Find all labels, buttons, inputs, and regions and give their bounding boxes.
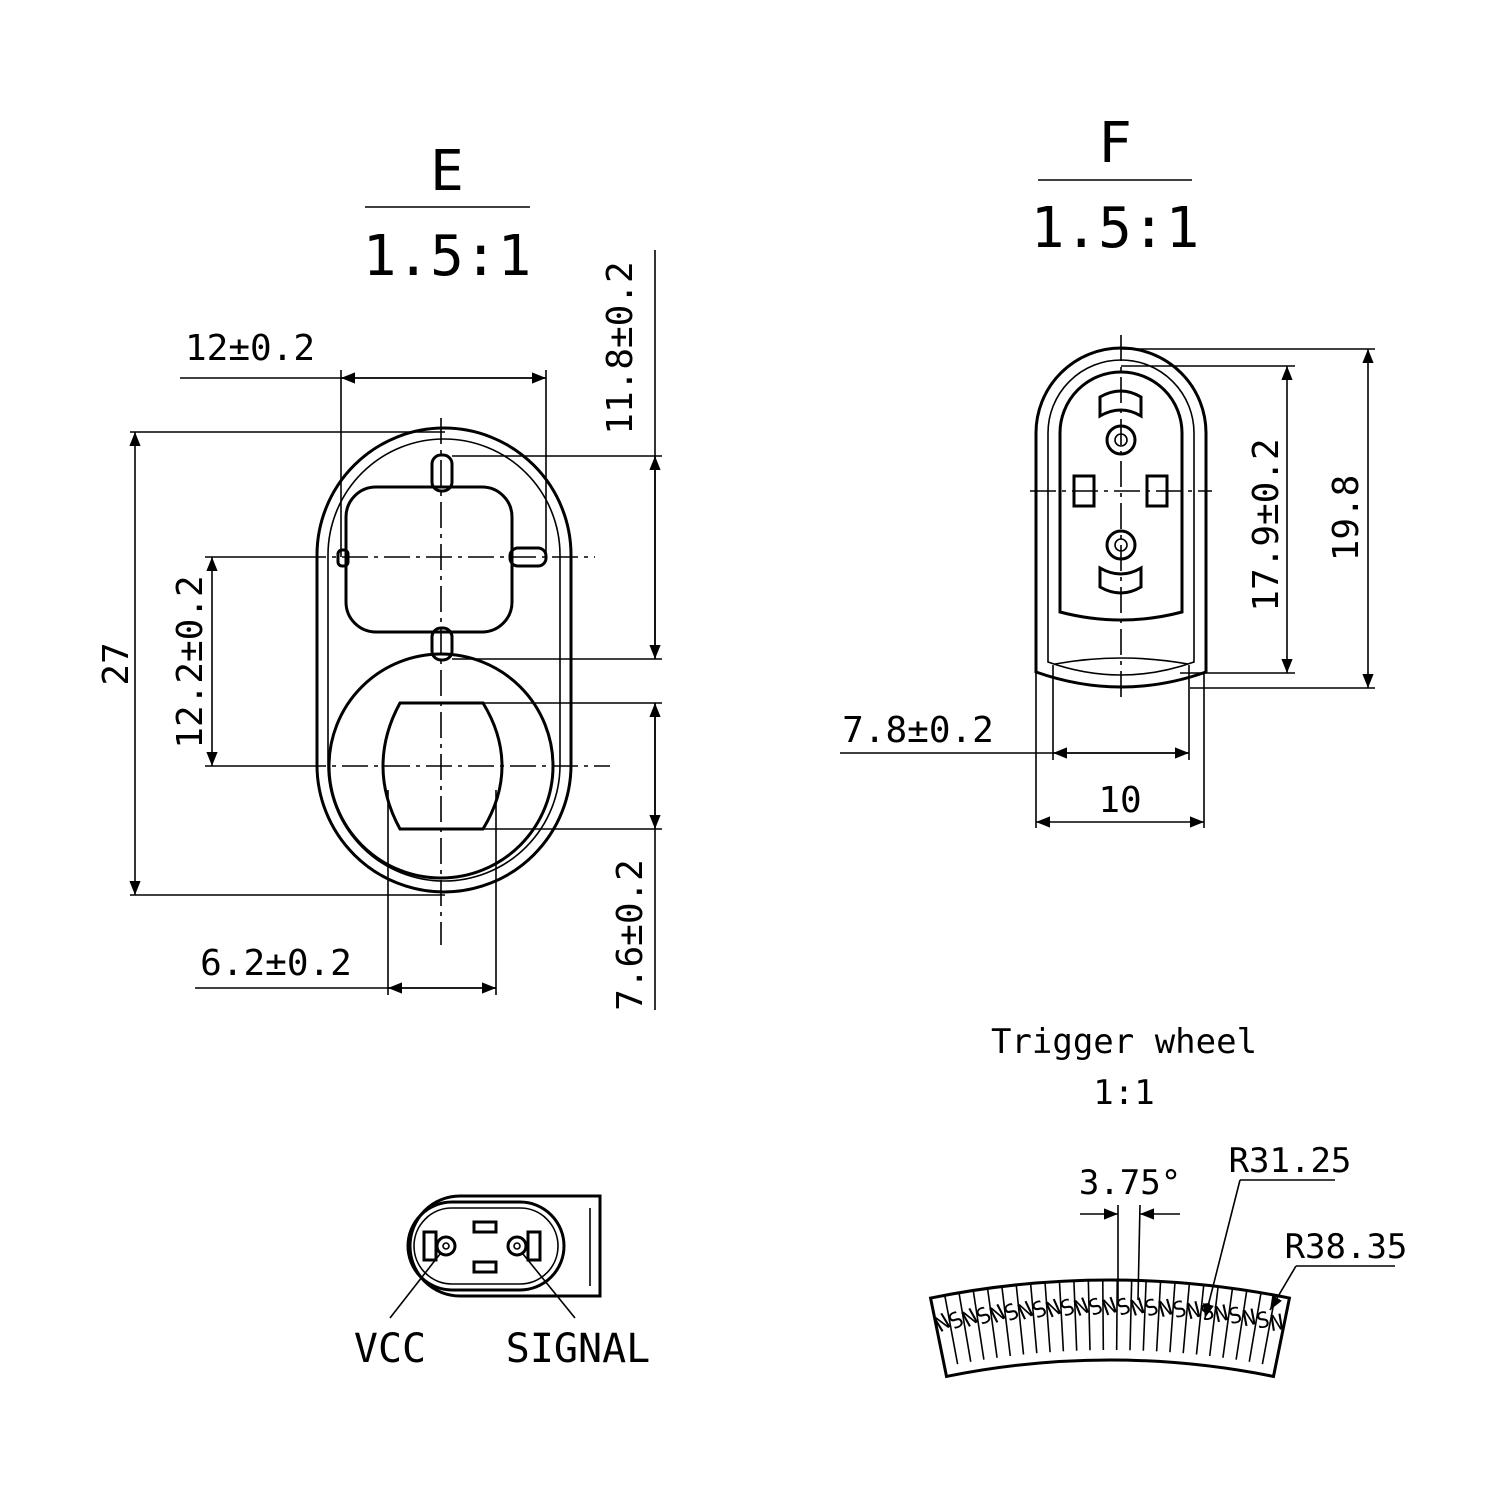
dim-text-f-outer-w: 10: [1098, 780, 1141, 821]
pole-label: S: [1254, 1308, 1271, 1335]
view-e: E 1.5:1 12±0.2: [96, 139, 662, 1011]
signal-label: SIGNAL: [506, 1326, 651, 1372]
pole-divider: [1001, 1286, 1012, 1357]
pole-divider: [986, 1288, 998, 1358]
vcc-leader: [389, 1253, 441, 1319]
pole-divider: [1142, 1280, 1147, 1351]
dim-text-f-inner-w: 7.8±0.2: [842, 710, 994, 751]
dim-text-bore: 6.2±0.2: [200, 943, 352, 984]
pole-label: N: [1212, 1301, 1230, 1328]
pole-divider: [1235, 1290, 1248, 1360]
pole-divider: [1101, 1280, 1105, 1351]
pole-label: S: [1226, 1303, 1244, 1330]
pole-divider: [1195, 1284, 1205, 1355]
pole-divider: [1087, 1280, 1091, 1351]
pole-divider: [1044, 1282, 1051, 1353]
pole-divider: [1129, 1280, 1133, 1351]
pole-divider: [1115, 1280, 1119, 1351]
pinout-face: [406, 1200, 566, 1292]
pole-divider: [1058, 1281, 1065, 1352]
r-outer-label: R38.35: [1285, 1227, 1408, 1267]
pole-divider: [1169, 1282, 1176, 1353]
pole-divider: [1208, 1286, 1219, 1357]
dim-text-bottom: 7.6±0.2: [610, 859, 651, 1011]
dim-text-width: 12±0.2: [185, 328, 315, 369]
pinout-left-key: [422, 1230, 438, 1262]
pole-divider: [1155, 1281, 1162, 1352]
dim-text-f-inner-h: 17.9±0.2: [1246, 438, 1287, 611]
pinout-right-key: [526, 1230, 542, 1262]
pole-divider: [1182, 1283, 1191, 1354]
pin-vcc: [435, 1235, 457, 1257]
angle-label: 3.75°: [1079, 1163, 1181, 1203]
pinout-outer-shell: [408, 1194, 602, 1298]
view-f-letter: F: [1098, 111, 1132, 176]
dim-text-f-outer-h: 19.8: [1326, 475, 1367, 562]
pin-vcc-center: [442, 1242, 450, 1250]
trigger-wheel-title: Trigger wheel: [991, 1022, 1257, 1062]
vcc-label: VCC: [354, 1326, 426, 1372]
view-f-scale: 1.5:1: [1031, 196, 1200, 261]
pin-signal-center: [513, 1242, 521, 1250]
pole-divider: [1015, 1284, 1025, 1355]
sensor-body-outline: [315, 426, 573, 894]
view-e-scale: 1.5:1: [363, 224, 532, 289]
r-outer-leader: [1269, 1265, 1297, 1311]
f-body-inner-outline: [1047, 359, 1195, 676]
dim-text-center: 12.2±0.2: [170, 575, 211, 748]
pole-divider: [1073, 1280, 1078, 1351]
sensor-square-boss: [344, 485, 514, 634]
left-tab: [336, 548, 350, 568]
view-e-letter: E: [430, 139, 464, 204]
pole-divider: [1029, 1283, 1038, 1354]
f-top-key: [1098, 389, 1143, 419]
pole-label: N: [1268, 1310, 1285, 1337]
dim-text-height: 27: [96, 642, 137, 685]
pinout-top-slot: [472, 1220, 498, 1234]
pole-label: N: [1240, 1305, 1258, 1332]
angle-ext-right: [1137, 1204, 1141, 1301]
trigger-wheel-outline: [928, 1278, 1292, 1379]
r-inner-leader: [1203, 1179, 1241, 1319]
pinout-face-inner: [413, 1207, 559, 1285]
trigger-wheel: Trigger wheel 1:1 NSNSNSNSNSNSNSNSNSNSNS…: [928, 1022, 1408, 1379]
pole-label: N: [1184, 1298, 1203, 1326]
view-f: F 1.5:1 17.9±0.2 19.8: [840, 111, 1375, 828]
f-lip-line: [1054, 657, 1189, 665]
pole-label: S: [1170, 1297, 1189, 1325]
pole-divider: [1248, 1292, 1262, 1362]
top-tab: [430, 453, 454, 493]
signal-leader: [522, 1253, 576, 1319]
dim-text-top: 11.8±0.2: [600, 261, 641, 434]
pinout-bottom-slot: [472, 1260, 498, 1274]
pole-divider: [1222, 1288, 1234, 1358]
r-inner-label: R31.25: [1229, 1141, 1352, 1181]
trigger-wheel-scale: 1:1: [1093, 1073, 1154, 1113]
pole-divider: [943, 1295, 959, 1365]
f-bottom-key: [1098, 565, 1143, 595]
connector-pinout: VCC SIGNAL: [354, 1194, 651, 1372]
bottom-tab: [430, 626, 454, 662]
pole-divider: [972, 1290, 985, 1360]
pin-signal: [506, 1235, 528, 1257]
f-body-outline: [1034, 346, 1208, 689]
pole-divider: [958, 1292, 972, 1362]
